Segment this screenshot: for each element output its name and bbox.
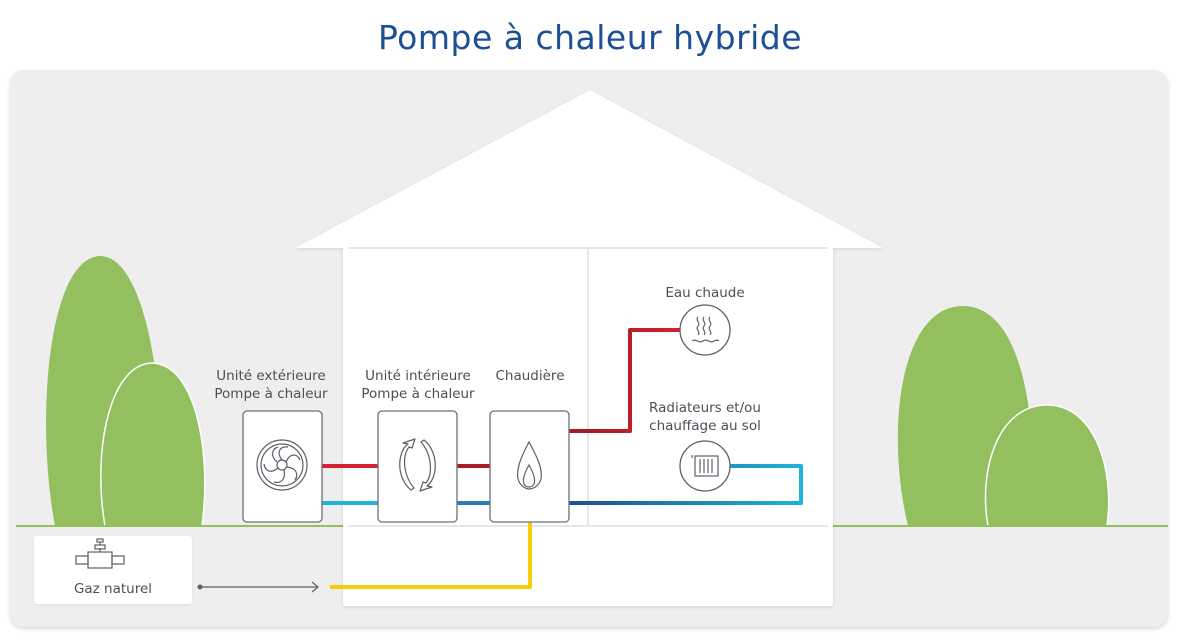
hot-water-fixture xyxy=(679,304,731,356)
house-roof xyxy=(295,90,883,248)
boiler xyxy=(489,410,570,523)
natural-gas-label: Gaz naturel xyxy=(73,581,153,597)
left-bushes xyxy=(46,256,206,527)
right-bushes xyxy=(897,306,1110,527)
indoor-unit xyxy=(377,410,458,523)
natural-gas-box: Gaz naturel xyxy=(34,536,192,604)
fan-icon xyxy=(256,439,308,491)
radiator-fixture xyxy=(679,440,731,492)
radiators-label-line2: chauffage au sol xyxy=(649,418,761,434)
return-pipes xyxy=(322,464,803,505)
gas-arrow-head xyxy=(311,581,319,593)
outdoor-unit-label-line2: Pompe à chaleur xyxy=(214,386,328,402)
house xyxy=(295,90,883,606)
outdoor-unit xyxy=(242,410,323,523)
cycle-arrows-icon xyxy=(399,438,436,492)
supply-pipes xyxy=(322,328,680,468)
radiator-icon xyxy=(691,455,719,477)
outdoor-unit-label: Unité extérieure Pompe à chaleur xyxy=(196,367,346,403)
radiators-label: Radiateurs et/ou chauffage au sol xyxy=(620,399,790,435)
steam-water-icon xyxy=(691,316,720,343)
indoor-unit-label: Unité intérieure Pompe à chaleur xyxy=(343,367,493,403)
indoor-unit-label-line1: Unité intérieure xyxy=(365,368,471,384)
right-small-bush xyxy=(984,404,1110,527)
supply-pipe-hot-water xyxy=(569,328,680,433)
gas-pipe xyxy=(330,522,532,589)
hot-water-label: Eau chaude xyxy=(665,285,745,301)
radiators-label-line1: Radiateurs et/ou xyxy=(649,400,761,416)
boiler-label: Chaudière xyxy=(495,368,565,384)
flame-icon xyxy=(517,440,542,490)
gas-valve-icon xyxy=(75,538,125,569)
outdoor-unit-label-line1: Unité extérieure xyxy=(216,368,326,384)
return-pipe-radiators xyxy=(569,464,803,505)
indoor-unit-label-line2: Pompe à chaleur xyxy=(361,386,475,402)
diagram-title: Pompe à chaleur hybride xyxy=(377,18,803,57)
gas-line xyxy=(197,522,532,593)
left-small-bush xyxy=(100,362,206,527)
